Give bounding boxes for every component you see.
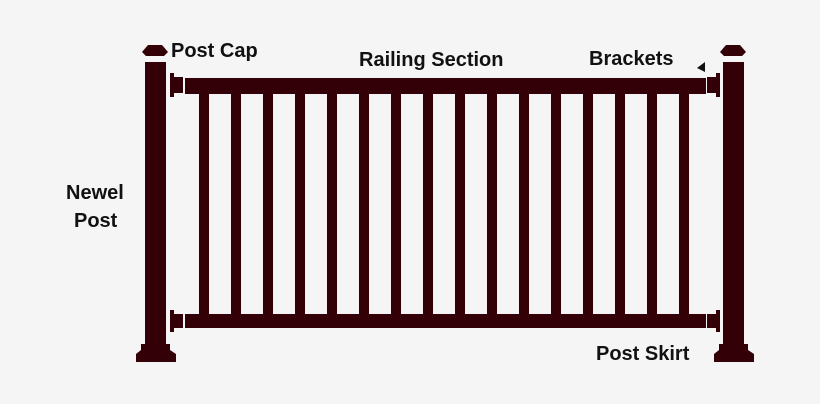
right-post-body [723,62,744,344]
baluster [615,94,625,314]
bracket-top-right [716,73,720,97]
right-post-cap [720,45,746,56]
baluster [231,94,241,314]
label-post-skirt: Post Skirt [596,343,690,365]
right-newel-post [714,45,754,362]
label-newel: Newel [66,182,124,204]
label-post: Post [74,210,118,232]
top-rail [185,78,706,94]
baluster [551,94,561,314]
baluster [359,94,369,314]
baluster [647,94,657,314]
label-brackets: Brackets [589,48,674,70]
left-post-skirt [136,344,176,362]
left-post-body [145,62,166,344]
bracket-top-left [170,73,174,97]
baluster [679,94,689,314]
baluster [263,94,273,314]
label-post-cap: Post Cap [171,40,258,62]
label-railing-section: Railing Section [359,49,504,71]
bracket-bottom-left-inner [174,314,183,328]
baluster [391,94,401,314]
bottom-rail [185,314,706,328]
bracket-bottom-right-inner [707,314,716,328]
baluster [455,94,465,314]
left-post-cap [142,45,168,56]
bracket-top-left-inner [174,77,183,93]
bracket-top-right-inner [707,77,716,93]
baluster [423,94,433,314]
baluster [295,94,305,314]
baluster [519,94,529,314]
baluster [583,94,593,314]
baluster [327,94,337,314]
brackets-arrow-icon [697,62,705,72]
baluster [487,94,497,314]
right-post-skirt [714,344,754,362]
baluster [199,94,209,314]
bracket-bottom-left [170,310,174,332]
left-newel-post [136,45,176,362]
bracket-bottom-right [716,310,720,332]
